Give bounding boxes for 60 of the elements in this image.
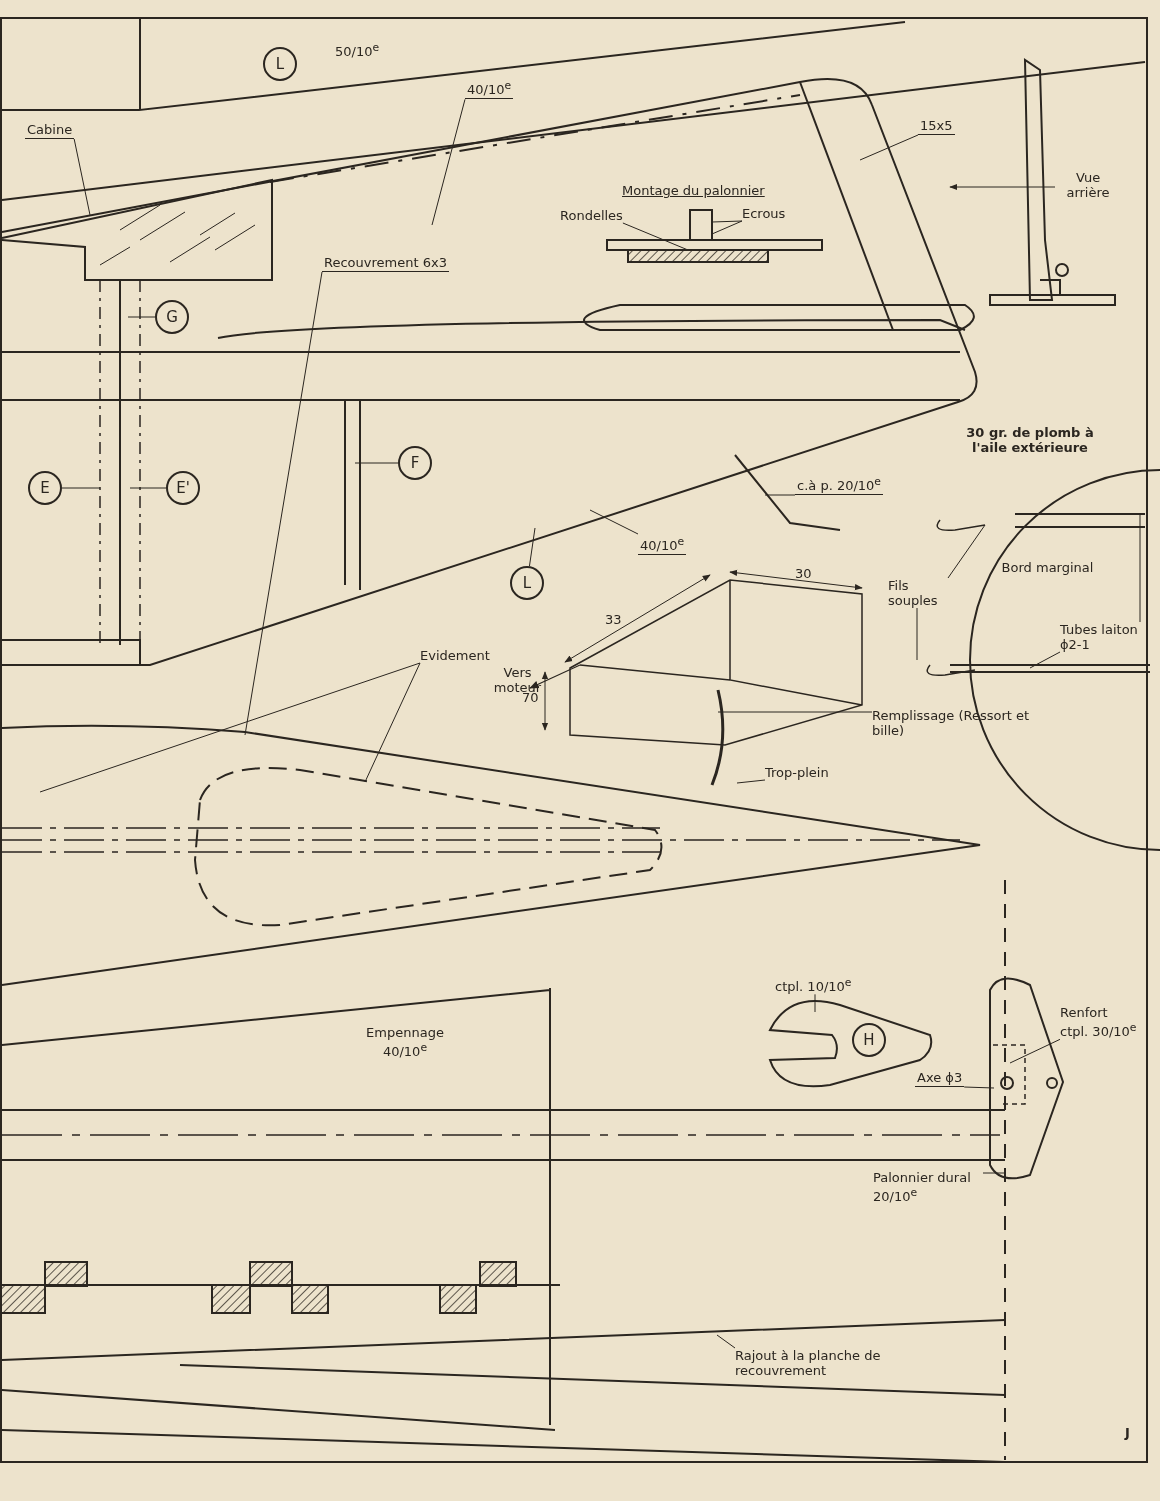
callout-letter: F <box>398 446 432 480</box>
annotation-label: 40/10$^{e}$ <box>465 78 514 100</box>
annotation-label: c.à p. 20/10$^{e}$ <box>795 474 884 496</box>
leader-line <box>354 462 399 464</box>
leader-line <box>711 220 743 223</box>
annotation-label: Palonnier dural 20/10$^{e}$ <box>873 1170 983 1205</box>
leader-line <box>916 607 918 661</box>
leader-line <box>127 316 156 318</box>
leader-line <box>73 138 91 216</box>
leader-line <box>717 711 873 713</box>
leader-line <box>39 662 421 793</box>
section-heading: Montage du palonnier <box>622 183 765 198</box>
annotation-label: 40/10$^{e}$ <box>638 534 687 556</box>
annotation-label: Evidement <box>420 648 490 663</box>
callout-letter: L <box>510 566 544 600</box>
annotation-label: Ecrous <box>742 206 786 221</box>
leader-line <box>528 527 536 567</box>
annotation-label: Axe ϕ3 <box>915 1070 965 1087</box>
annotation-label: Rondelles <box>560 208 623 223</box>
leader-line <box>1009 1038 1061 1064</box>
leader-line <box>764 494 796 496</box>
sheet-letter: J <box>1125 1425 1130 1440</box>
dimension-value: 30 <box>795 566 812 581</box>
annotation-label: Fils souples <box>888 578 948 608</box>
note-label: 30 gr. de plomb à l'aile extérieure <box>965 425 1095 455</box>
leader-line <box>589 509 639 535</box>
callout-letter: H <box>852 1023 886 1057</box>
annotation-label: ctpl. 10/10$^{e}$ <box>775 975 852 995</box>
part-label: Empennage 40/10$^{e}$ <box>365 1025 445 1060</box>
annotation-label: Renfort ctpl. 30/10$^{e}$ <box>1060 1005 1140 1040</box>
leader-line <box>1139 514 1141 623</box>
annotation-label: Cabine <box>25 122 75 139</box>
annotation-label: Rajout à la planche de recouvrement <box>735 1348 935 1378</box>
callout-letter: L <box>263 47 297 81</box>
leader-line <box>244 271 323 736</box>
annotation-label: Tubes laiton ϕ2-1 <box>1060 622 1145 652</box>
annotation-label: 15x5 <box>918 118 955 135</box>
leader-line <box>947 524 986 579</box>
leader-line <box>364 662 421 783</box>
leader-line <box>982 1172 1006 1174</box>
leader-line <box>859 134 919 161</box>
leader-line <box>431 98 466 226</box>
annotation-label: Recouvrement 6x3 <box>322 255 449 272</box>
dimension-value: 33 <box>605 612 622 627</box>
thickness-label: 50/10$^{e}$ <box>335 40 380 60</box>
leader-line <box>716 1334 736 1349</box>
callout-letter: G <box>155 300 189 334</box>
callout-letter: E <box>28 471 62 505</box>
leader-line <box>129 487 167 489</box>
annotation-label: Trop-plein <box>765 765 829 780</box>
leader-line <box>963 1086 995 1089</box>
callout-letter: E' <box>166 471 200 505</box>
leader-line <box>814 993 816 1013</box>
view-label: Vue arrière <box>1065 170 1111 200</box>
note-label: Bord marginal <box>1000 560 1095 575</box>
leader-line <box>736 779 766 784</box>
leader-line <box>61 487 101 489</box>
leader-line <box>711 220 743 235</box>
leader-line <box>622 222 689 251</box>
leader-line <box>1029 651 1061 669</box>
